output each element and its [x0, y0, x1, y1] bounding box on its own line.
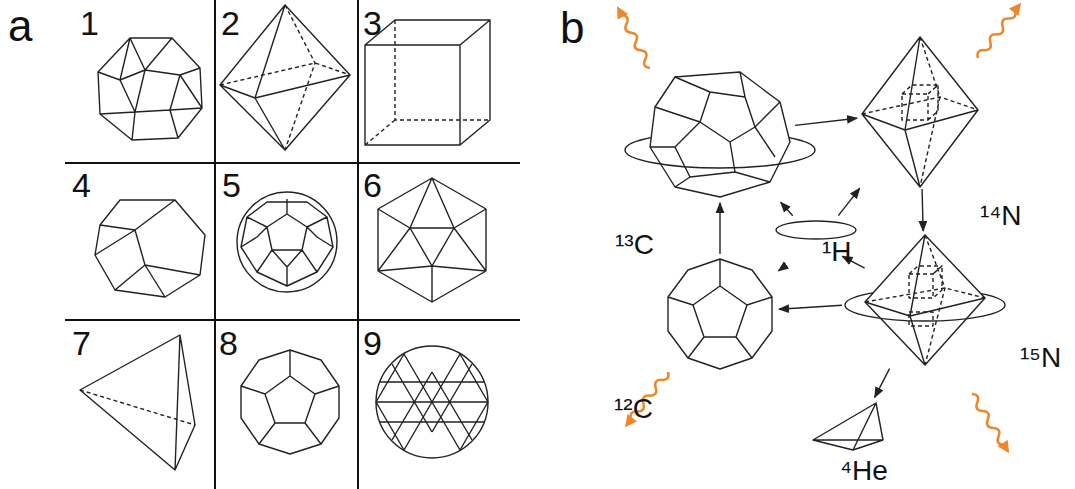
polyhedron	[845, 235, 1005, 365]
isotope-label: ¹⁴N	[980, 202, 1022, 230]
photon-wave	[967, 391, 1014, 457]
polyhedron	[813, 403, 883, 450]
reaction-arrow	[922, 189, 923, 231]
polyhedron	[668, 259, 772, 369]
reaction-arrow	[875, 369, 890, 398]
reaction-arrow	[719, 203, 720, 254]
polyhedron	[625, 72, 815, 197]
cell-number: 7	[72, 326, 91, 360]
isotope-label: ¹³C	[615, 231, 654, 259]
reaction-arrow	[779, 305, 842, 309]
polyhedron	[365, 20, 490, 145]
isotope-label: ⁴He	[840, 457, 888, 485]
cell-number: 9	[363, 326, 382, 360]
isotope-node: ¹³C	[648, 68, 792, 200]
isotope-label: ¹²C	[614, 395, 653, 423]
polyhedron	[237, 192, 337, 292]
photon-wave	[612, 3, 655, 70]
cell-number: 6	[363, 168, 382, 202]
cell-number: 1	[80, 6, 99, 40]
polyhedron	[220, 5, 350, 150]
isotope-node: ¹⁴N	[860, 36, 980, 186]
photon-wave	[973, 0, 1026, 62]
reaction-arrow	[795, 118, 857, 125]
cell-number: 8	[219, 326, 238, 360]
reaction-arrow	[838, 188, 859, 215]
panel-letter: a	[8, 4, 32, 48]
hydrogen-disc	[776, 221, 856, 239]
polyhedron	[241, 350, 339, 454]
polyhedron	[378, 178, 486, 302]
cell-number: 3	[363, 6, 382, 40]
isotope-node: ¹²C	[664, 257, 776, 369]
cell-number: 4	[72, 168, 91, 202]
isotope-label: ¹H	[822, 238, 852, 266]
isotope-node: ¹H	[772, 218, 862, 268]
grid-lines	[65, 0, 520, 489]
polyhedron	[376, 346, 488, 458]
polyhedron	[95, 200, 205, 297]
reaction-arrow	[781, 202, 793, 216]
panel-letter: b	[560, 6, 584, 50]
cell-number: 2	[221, 6, 240, 40]
isotope-label: ¹⁵N	[1020, 344, 1061, 372]
polyhedron	[80, 335, 195, 470]
reaction-arrow	[778, 270, 779, 271]
isotope-node: ⁴He	[810, 400, 892, 487]
isotope-node: ¹⁵N	[845, 234, 1005, 366]
polyhedron	[98, 38, 202, 140]
polyhedron	[862, 37, 978, 187]
cell-number: 5	[222, 168, 241, 202]
